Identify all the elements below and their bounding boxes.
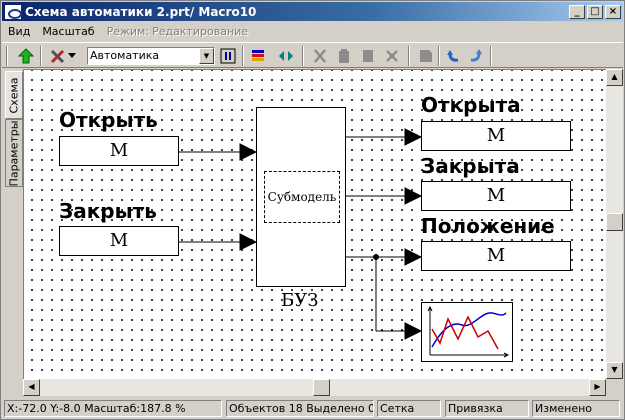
status-changed: Изменено [532, 400, 620, 417]
input-label-close: Закрыть [59, 199, 157, 223]
undo-icon[interactable] [444, 46, 464, 66]
copy-icon[interactable] [334, 46, 354, 66]
input-box-close[interactable]: М [59, 226, 179, 256]
pause-icon[interactable] [218, 46, 238, 66]
tab-schema-label: Схема [7, 77, 21, 113]
scroll-up-icon[interactable]: ▲ [606, 69, 623, 86]
menu-mode: Режим: [106, 25, 150, 38]
toolbar-separator [40, 46, 42, 66]
scroll-down-icon[interactable]: ▼ [606, 362, 623, 379]
diagram-canvas[interactable]: Открыть М Закрыть М Субмодель БУЗ Открыт… [23, 69, 606, 379]
graph-block[interactable] [421, 302, 513, 362]
output-box-closed[interactable]: М [421, 181, 571, 211]
toolbar-separator [408, 46, 410, 66]
redo-icon[interactable] [466, 46, 486, 66]
menu-view[interactable]: Вид [8, 25, 31, 38]
tab-schema[interactable]: Схема [5, 71, 23, 119]
output-label-opened: Открыта [421, 93, 521, 117]
menu-scale[interactable]: Масштаб [42, 25, 95, 38]
arrow-head [404, 322, 423, 340]
graph-preview-icon [427, 305, 510, 358]
output-label-position: Положение [421, 214, 555, 238]
tools-dropdown-icon[interactable] [66, 46, 78, 66]
arrow-head [404, 187, 423, 205]
delete-icon[interactable] [382, 46, 402, 66]
tab-parameters-label: Параметры [7, 120, 21, 186]
output-box-position[interactable]: М [421, 241, 571, 271]
toolbar-separator [242, 46, 244, 66]
scrollbar-corner [606, 379, 623, 396]
tab-parameters[interactable]: Параметры [5, 119, 23, 187]
input-label-open: Открыть [59, 108, 158, 132]
maximize-button[interactable]: □ [587, 4, 603, 19]
buz-label: БУЗ [281, 290, 319, 311]
vertical-scrollbar[interactable]: ▲ ▼ [606, 69, 623, 379]
title-bar[interactable]: Схема автоматики 2.prt/ Macro10 _ □ × [2, 2, 623, 21]
submodel-block[interactable]: Субмодель [264, 171, 340, 223]
buz-block[interactable]: Субмодель [256, 107, 346, 287]
status-bar: X:-72.0 Y:-8.0 Масштаб:187.8 % Объектов … [2, 398, 623, 418]
layers-icon[interactable] [248, 46, 268, 66]
output-label-closed: Закрыта [421, 154, 520, 178]
app-logo-icon[interactable] [5, 4, 22, 19]
connection-wires [179, 128, 423, 340]
vertical-scroll-thumb[interactable] [606, 213, 623, 231]
toolbar-separator [6, 46, 8, 66]
horizontal-scroll-thumb[interactable] [313, 379, 330, 396]
status-grid[interactable]: Сетка [377, 400, 441, 417]
close-button[interactable]: × [605, 4, 621, 19]
output-box-opened[interactable]: М [421, 121, 571, 151]
minimize-button[interactable]: _ [569, 4, 585, 19]
scroll-left-icon[interactable]: ◀ [23, 379, 40, 396]
paste-icon[interactable] [358, 46, 378, 66]
horizontal-scrollbar[interactable]: ◀ ▶ [23, 379, 606, 396]
arrow-head [239, 233, 258, 251]
mode-select[interactable]: Автоматика ▼ [87, 47, 215, 65]
arrow-head [404, 128, 423, 146]
status-coords: X:-72.0 Y:-8.0 Масштаб:187.8 % [4, 400, 222, 417]
arrow-head [404, 248, 423, 266]
status-snap[interactable]: Привязка [445, 400, 529, 417]
toolbar-separator [302, 46, 304, 66]
toolbar-separator [438, 46, 440, 66]
arrow-head [239, 143, 258, 161]
cut-icon[interactable] [310, 46, 330, 66]
toolbar: Автоматика ▼ [2, 42, 623, 68]
menu-bar: Вид Масштаб Режим: Редактирование [2, 22, 623, 41]
toolbar-separator [490, 46, 492, 66]
link-icon[interactable] [276, 46, 296, 66]
input-box-open[interactable]: М [59, 136, 179, 166]
status-objects: Объектов 18 Выделено 0 [226, 400, 374, 417]
up-arrow-icon[interactable] [16, 46, 36, 66]
chevron-down-icon[interactable]: ▼ [199, 48, 214, 64]
save-icon[interactable] [416, 46, 436, 66]
scroll-right-icon[interactable]: ▶ [589, 379, 606, 396]
mode-select-value: Автоматика [90, 49, 160, 62]
tools-icon[interactable] [48, 46, 68, 66]
window-title: Схема автоматики 2.prt/ Macro10 [25, 4, 257, 19]
menu-edit-mode: Редактирование [152, 25, 249, 38]
